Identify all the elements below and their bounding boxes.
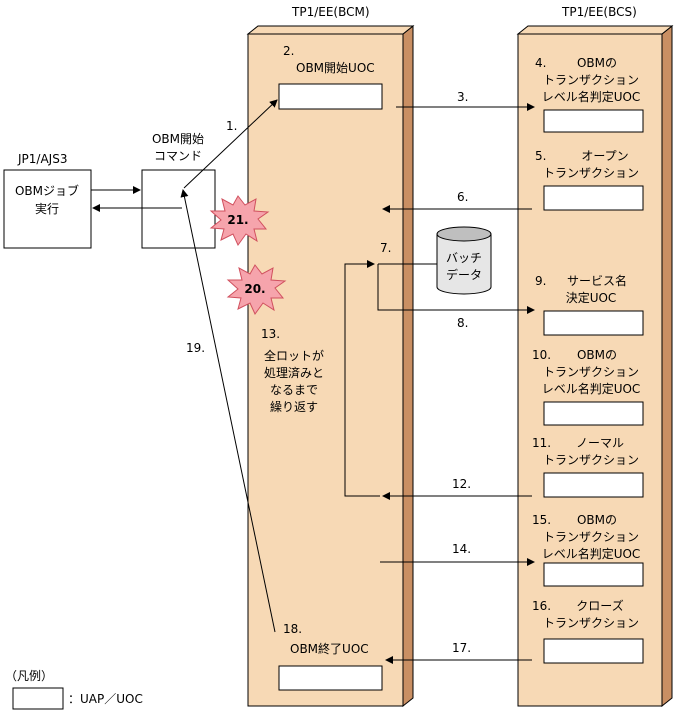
step-10-line-2: トランザクション xyxy=(543,365,639,379)
bcs-pillar-top xyxy=(516,25,674,35)
step-5-line-1: オープン xyxy=(581,149,628,163)
bcm-pillar-top xyxy=(246,25,415,35)
step-9-line-2: 決定UOC xyxy=(566,290,617,305)
command-title-line-1: OBM開始 xyxy=(152,132,204,146)
step-2-num: 2. xyxy=(283,44,294,58)
step-4-uoc-box xyxy=(543,109,644,133)
legend-box xyxy=(12,687,64,710)
arrow-12-label: 12. xyxy=(452,477,471,491)
legend-title: （凡例） xyxy=(5,669,53,683)
bcs-pillar xyxy=(516,24,674,708)
jp1-box xyxy=(3,169,92,249)
bcs-pillar-side xyxy=(661,24,673,708)
legend-label: ：UAP／UOC xyxy=(68,692,143,706)
step-9-uoc-box xyxy=(543,310,644,336)
step-13-line-2: 処理済みと xyxy=(264,365,324,380)
step-16-line-1: クローズ xyxy=(576,598,623,613)
step-11-uap-box xyxy=(543,472,644,498)
arrow-19-label: 19. xyxy=(186,341,205,355)
step-15-num: 15. xyxy=(532,513,551,527)
step-13-num: 13. xyxy=(261,327,280,341)
step-5-line-2: トランザクション xyxy=(543,166,639,180)
step-18-uoc-box xyxy=(278,665,383,691)
step-11-num: 11. xyxy=(532,436,551,450)
step-15-line-3: レベル名判定UOC xyxy=(542,546,641,561)
arrow-6-label: 6. xyxy=(457,190,468,204)
step-16-line-2: トランザクション xyxy=(543,616,639,630)
step-4-line-1: OBMの xyxy=(577,56,617,70)
step-10-num: 10. xyxy=(532,348,551,362)
arrow-1 xyxy=(183,99,278,189)
command-title-line-2: コマンド xyxy=(154,149,202,163)
step-15-line-2: トランザクション xyxy=(543,530,639,544)
jp1-title: JP1/AJS3 xyxy=(17,152,67,166)
batch-data-line-2: データ xyxy=(446,267,482,282)
bcm-pillar xyxy=(246,24,415,708)
step-13-line-1: 全ロットが xyxy=(264,348,324,363)
jp1-box-line-2: 実行 xyxy=(35,201,59,216)
step-7-num: 7. xyxy=(380,241,391,255)
step-15-uoc-box xyxy=(543,562,644,587)
step-11-line-2: トランザクション xyxy=(543,453,639,467)
command-box xyxy=(141,169,216,249)
step-18-label: OBM終了UOC xyxy=(290,641,369,656)
bcm-pillar-front xyxy=(247,33,404,707)
bcm-pillar-side xyxy=(402,24,414,708)
step-10-line-3: レベル名判定UOC xyxy=(542,381,641,396)
step-16-uap-box xyxy=(543,638,644,664)
step-10-uoc-box xyxy=(543,401,644,426)
step-16-num: 16. xyxy=(532,599,551,613)
step-13-line-4: 繰り返す xyxy=(270,400,318,414)
step-13-line-3: なるまで xyxy=(270,383,318,397)
step-4-line-2: トランザクション xyxy=(543,73,639,87)
burst-21 xyxy=(209,195,270,246)
bcm-title: TP1/EE(BCM) xyxy=(291,5,370,19)
step-9-num: 9. xyxy=(535,274,546,288)
step-2-uoc-box xyxy=(278,83,383,110)
burst-21-label: 21. xyxy=(227,213,248,227)
burst-20-label: 20. xyxy=(244,282,265,296)
batch-data-line-1: バッチ xyxy=(446,251,482,265)
arrow-8 xyxy=(377,264,535,314)
arrow-8-label: 8. xyxy=(457,316,468,330)
step-11-line-1: ノーマル xyxy=(576,436,624,450)
loop-arrow-to-7 xyxy=(344,260,380,497)
arrow-14-label: 14. xyxy=(452,542,471,556)
step-15-line-1: OBMの xyxy=(577,513,617,527)
burst-20 xyxy=(226,264,287,315)
step-4-num: 4. xyxy=(535,56,546,70)
step-9-line-1: サービス名 xyxy=(567,273,627,288)
bcs-title: TP1/EE(BCS) xyxy=(561,5,637,19)
step-4-line-3: レベル名判定UOC xyxy=(542,89,641,104)
arrow-19 xyxy=(180,189,276,633)
step-10-line-1: OBMの xyxy=(577,348,617,362)
step-18-num: 18. xyxy=(283,622,302,636)
batch-data-cylinder xyxy=(436,226,492,295)
step-5-uap-box xyxy=(543,185,644,211)
bcs-pillar-front xyxy=(517,33,663,707)
jp1-box-line-1: OBMジョブ xyxy=(15,183,79,198)
arrow-1-label: 1. xyxy=(226,119,237,133)
step-5-num: 5. xyxy=(535,149,546,163)
arrow-3-label: 3. xyxy=(457,90,468,104)
step-2-label: OBM開始UOC xyxy=(296,61,375,75)
arrow-17-label: 17. xyxy=(452,641,471,655)
